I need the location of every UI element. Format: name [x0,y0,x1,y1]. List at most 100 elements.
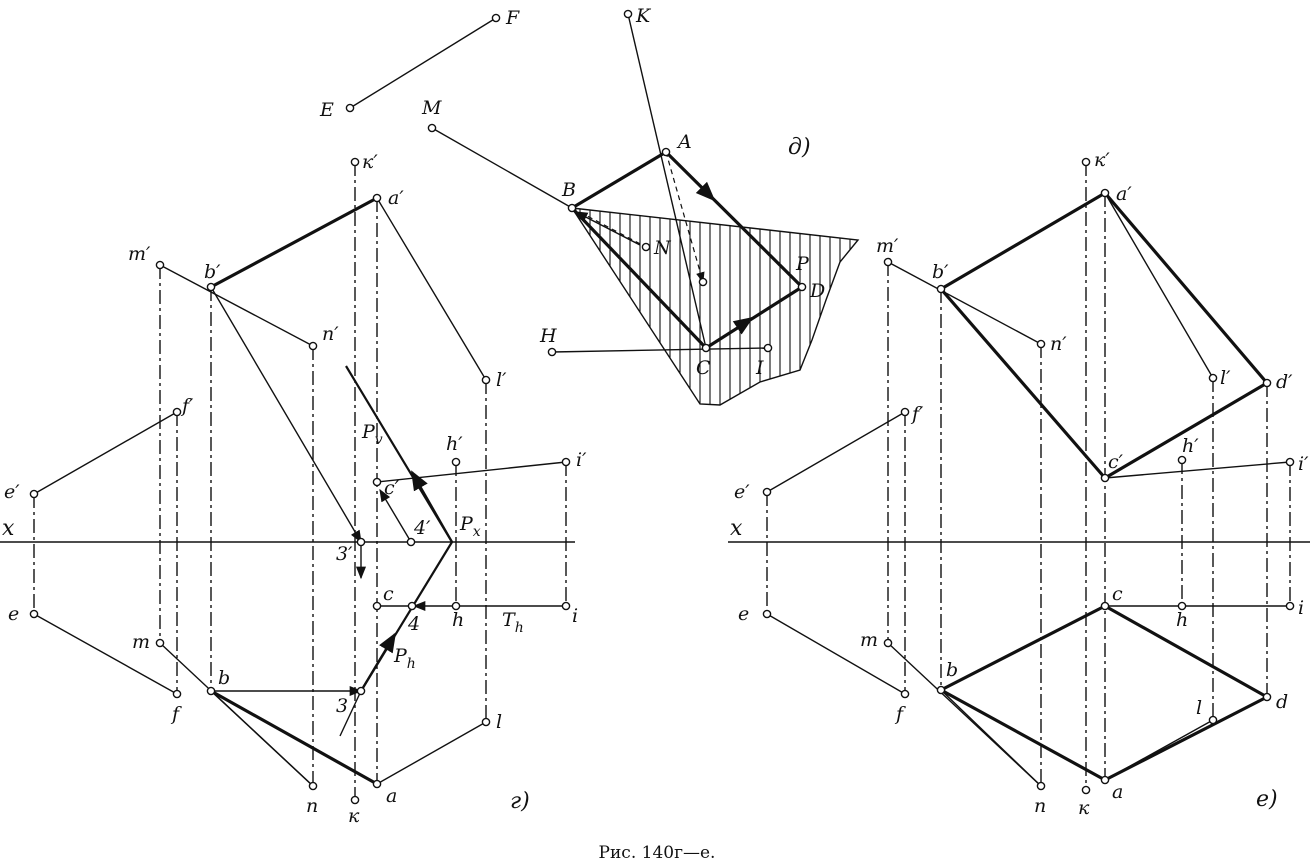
figure-caption: Рис. 140г—е. [599,843,716,863]
point-l [481,717,491,727]
plane-hatching [579,208,851,405]
line-e1-f1 [33,411,178,495]
label-m1: m′ [128,243,151,265]
r-label-f: f [894,703,906,725]
point-f [172,689,182,699]
point-i [561,601,571,611]
label-l: l [496,711,502,733]
point-a [372,779,382,789]
r-point-d1 [1262,378,1272,388]
point-h [451,601,461,611]
point-inner [698,277,708,287]
r-line-e1-f1 [766,411,906,493]
point-l1 [481,375,491,385]
r-label-a1: a′ [1116,183,1132,205]
r-line-e-f [766,613,906,695]
r-label-b: b [946,659,958,681]
r-label-n1: n′ [1050,333,1067,355]
r-point-h1 [1177,455,1187,465]
label-f1: f′ [180,395,194,417]
label-D: D [809,280,825,302]
label-h: h [452,609,464,631]
label-ph: Ph [393,645,416,672]
r-line-b-n [940,689,1042,787]
r-line-b1-a1 [940,191,1106,291]
point-i1 [561,457,571,467]
arrow-AD [689,175,716,202]
line-m1-n1 [159,264,314,347]
label-pv: Pv [361,421,383,448]
r-label-e: e [738,603,749,625]
r-point-f1 [900,407,910,417]
label-3prime: 3′ [336,543,353,565]
line-4prime-c1 [379,488,412,543]
r-label-l1: l′ [1220,367,1231,389]
line-b-a [210,689,378,786]
point-M [427,123,437,133]
r-label-b1: b′ [932,261,949,283]
axis-x-label-left: x [2,516,15,541]
point-E [345,103,355,113]
label-B: B [561,179,576,201]
r-point-m1 [883,257,893,267]
arrow-ph [360,632,397,692]
hatched-plane-outline [570,207,860,406]
label-b1: b′ [204,261,221,283]
r-point-e1 [762,487,772,497]
r-line-b-a [940,688,1106,782]
r-label-d: d [1276,691,1288,713]
r-point-c1 [1100,473,1110,483]
arrow-B-inner [574,211,641,246]
point-3 [356,686,366,696]
r-point-e [762,609,772,619]
r-point-i1 [1285,457,1295,467]
point-m1 [155,260,165,270]
line-H-I [551,347,769,353]
panel-label-e: е) [1256,787,1278,812]
r-point-d [1262,692,1272,702]
point-m [155,638,165,648]
label-m: m [132,631,150,653]
point-k [350,795,360,805]
label-A: A [676,131,692,153]
label-a: a [386,785,397,807]
r-point-b [936,685,946,695]
r-line-c1-d1 [1104,381,1268,480]
label-4: 4 [407,613,420,635]
line-E-F [349,17,497,109]
point-n [308,781,318,791]
line-A-inner [665,151,705,284]
label-c: c [383,583,394,605]
label-c1: c′ [384,477,400,499]
label-k: к [348,805,360,827]
r-point-f [900,689,910,699]
r-point-h [1177,601,1187,611]
r-label-k1: к′ [1094,149,1110,171]
r-label-h: h [1176,609,1188,631]
r-line-m1-n1 [887,261,1042,345]
point-A [661,147,671,157]
r-label-n: n [1034,795,1046,817]
line-B-C [570,206,708,350]
r-point-c [1100,601,1110,611]
r-line-a1-l1 [1104,192,1214,379]
r-label-i: i [1298,597,1304,619]
panel-g: x [0,151,587,827]
r-line-a1-d1 [1103,191,1269,385]
label-l1: l′ [496,369,507,391]
point-C [701,343,711,353]
arrow-pv [411,470,453,543]
line-b1-a1 [210,196,378,289]
label-i: i [572,605,578,627]
label-F: F [505,7,520,29]
line-b1-3prime [210,286,362,544]
r-label-h1: h′ [1182,435,1199,457]
label-i1: i′ [576,449,587,471]
r-point-n [1036,781,1046,791]
label-C: C [696,357,711,379]
r-label-k: к [1078,797,1090,819]
point-c [372,601,382,611]
r-label-c: c [1112,583,1123,605]
r-point-l1 [1208,373,1218,383]
point-h1 [451,457,461,467]
